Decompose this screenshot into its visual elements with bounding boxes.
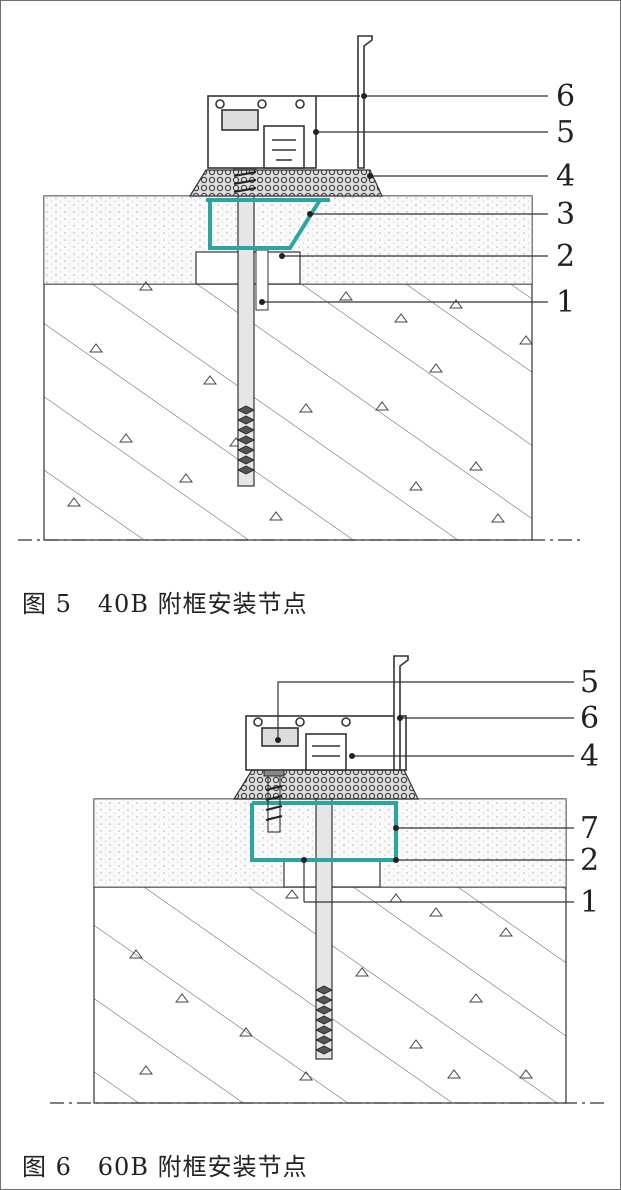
callout-6: 6 — [556, 79, 575, 114]
figure-5-drawing: 6 5 4 3 2 1 — [0, 0, 621, 580]
callout-6: 6 — [580, 701, 599, 736]
leader-lines — [277, 681, 574, 903]
aggregate-marks — [129, 889, 533, 1081]
window-frame-profile — [207, 95, 317, 169]
sealant-gasket — [188, 169, 383, 197]
figure-5-caption: 图 5 40B 附框安装节点 — [22, 590, 308, 618]
callout-5: 5 — [580, 665, 599, 700]
aggregate-marks — [67, 281, 533, 523]
callout-5: 5 — [556, 115, 575, 150]
frame-upright — [393, 655, 409, 771]
callout-4: 4 — [556, 159, 575, 194]
frame-upright — [316, 35, 373, 169]
callout-4: 4 — [580, 739, 599, 774]
anchor-bolt — [315, 798, 333, 1060]
figure-6-drawing: 5 6 4 7 2 1 — [0, 640, 621, 1120]
callout-2: 2 — [556, 239, 575, 274]
callout-3: 3 — [556, 197, 575, 232]
figure-6-caption: 图 6 60B 附框安装节点 — [22, 1153, 308, 1181]
sealant-gasket — [232, 769, 419, 800]
leader-lines — [262, 95, 548, 303]
window-frame-profile — [245, 715, 407, 771]
callout-2: 2 — [580, 843, 599, 878]
sub-frame-channel — [208, 198, 322, 250]
anchor-bolt — [237, 195, 269, 487]
concrete-wall — [43, 283, 533, 541]
callout-7: 7 — [580, 811, 599, 846]
callout-1: 1 — [580, 885, 599, 920]
callout-1: 1 — [556, 285, 575, 320]
